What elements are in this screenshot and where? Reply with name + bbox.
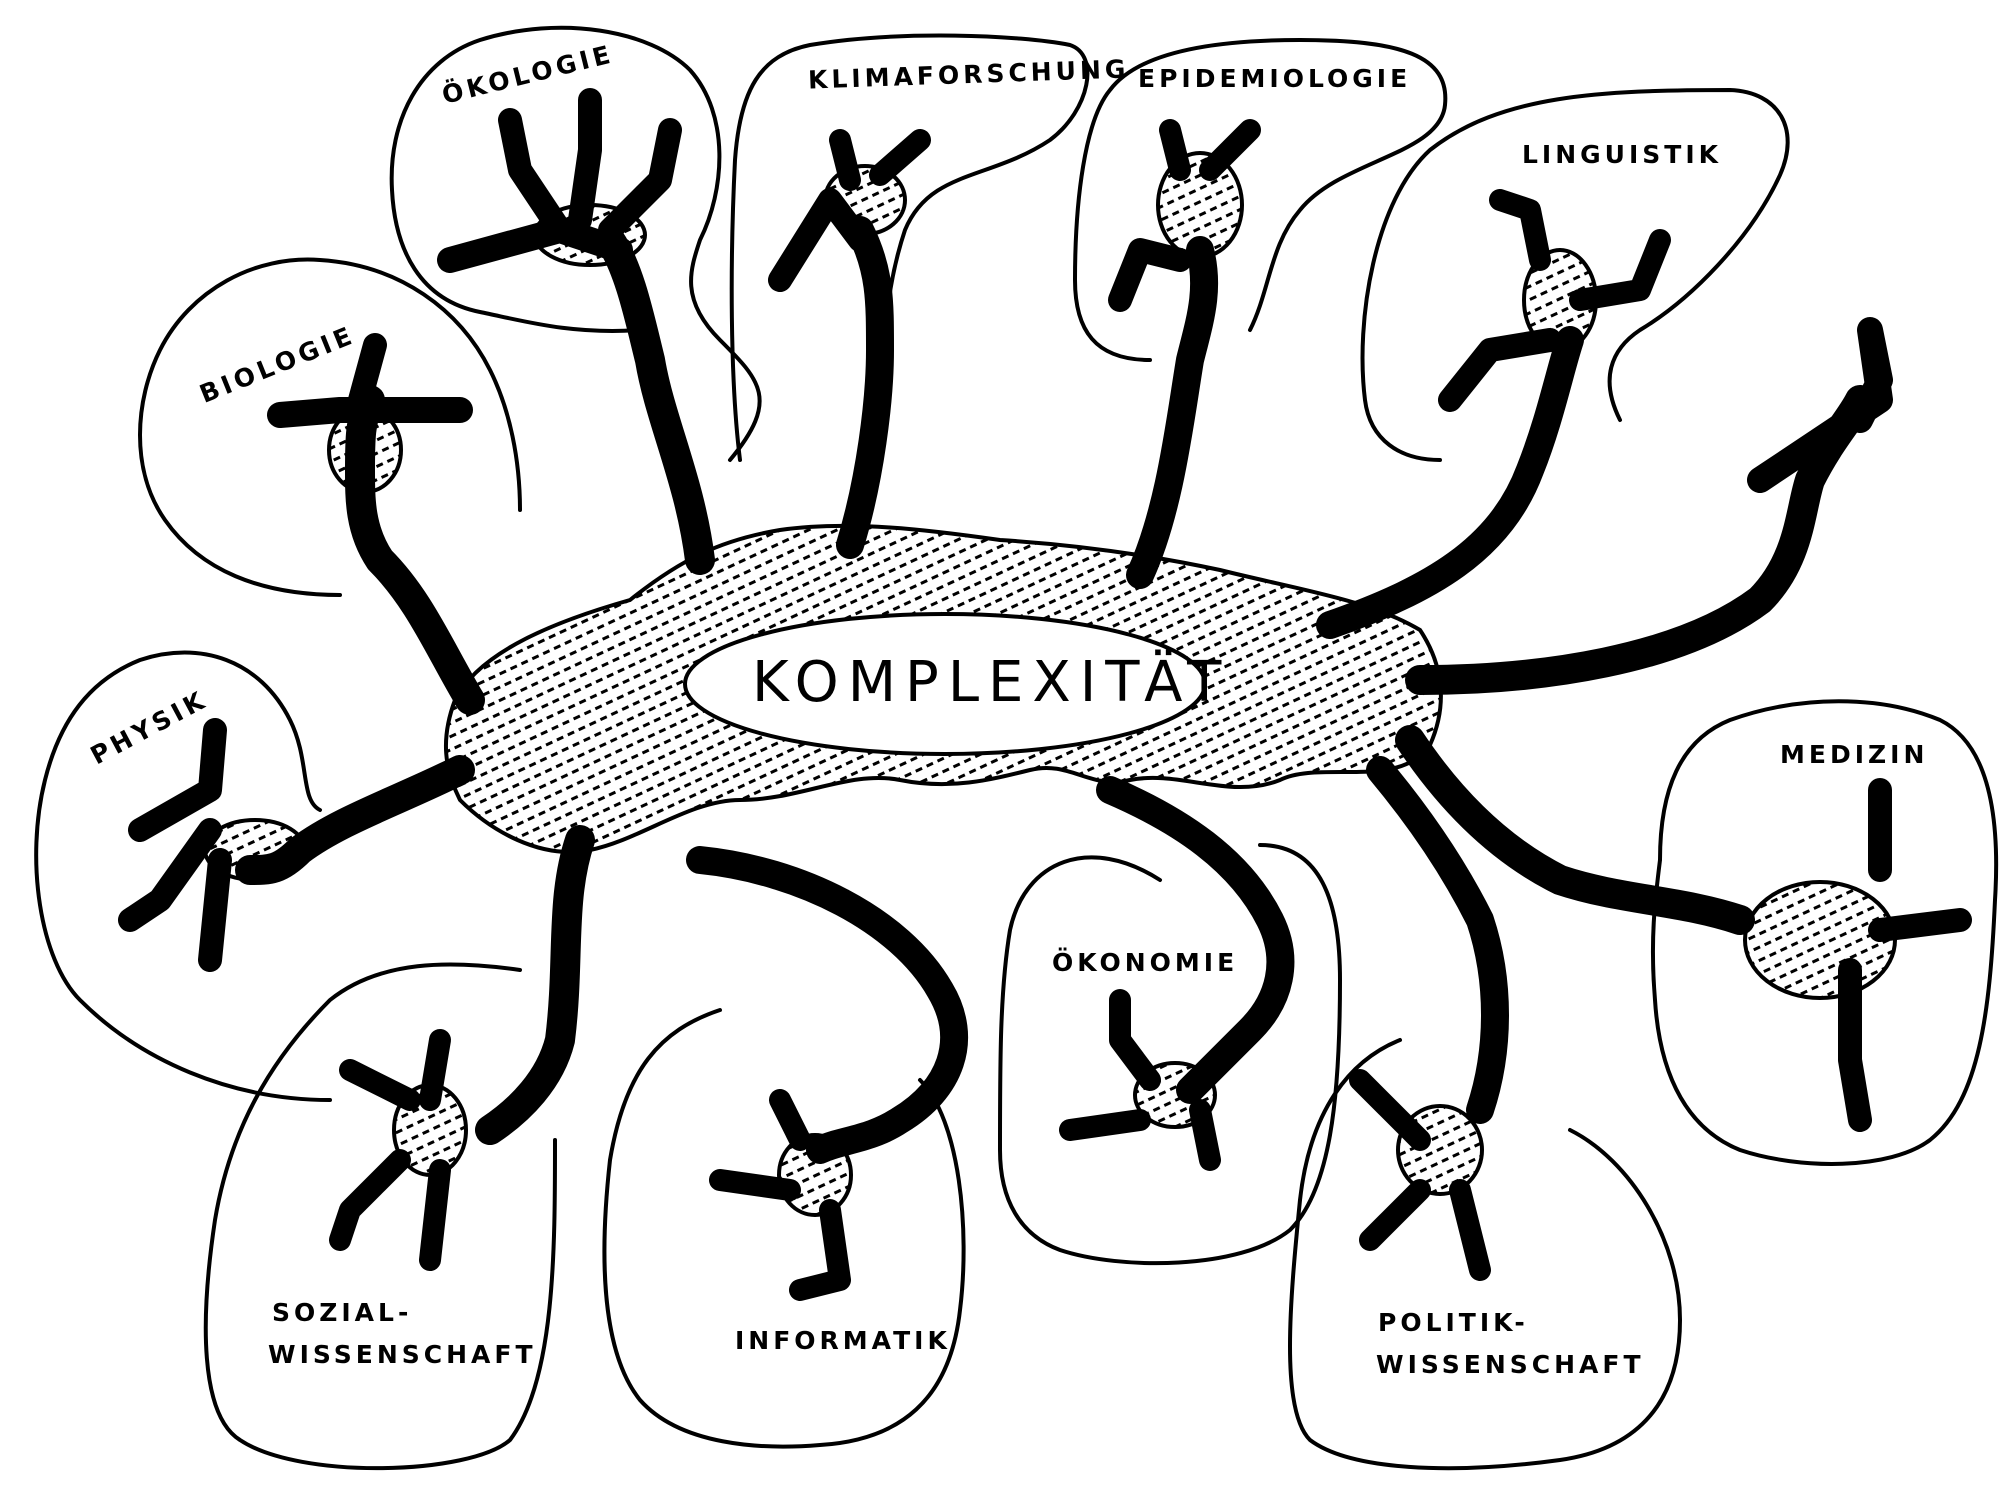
cell-informatik <box>720 1100 851 1290</box>
label-politikwissenschaft-line1: POLITIK- <box>1378 1310 1529 1335</box>
cell-klimaforschung <box>780 140 920 280</box>
cell-sozialwissenschaft <box>340 1040 466 1260</box>
cell-epidemiologie <box>1120 130 1250 300</box>
label-informatik: INFORMATIK <box>735 1328 951 1353</box>
territory-biologie <box>140 260 520 595</box>
center-label: KOMPLEXITÄT <box>752 655 1230 711</box>
cell-physik <box>130 730 305 960</box>
branch-informatik <box>700 860 954 1150</box>
cell-oekonomie <box>1070 1000 1215 1160</box>
branch-sozialwissenschaft <box>490 840 580 1130</box>
label-sozialwissenschaft-line2: WISSENSCHAFT <box>268 1342 537 1367</box>
territory-oekonomie <box>1000 845 1340 1263</box>
territory-sozialwissenschaft <box>206 964 555 1468</box>
territory-klimaforschung <box>732 36 1088 460</box>
cell-politikwissenschaft <box>1360 1080 1482 1270</box>
branch-epidemiologie <box>1140 250 1204 575</box>
branch-oekologie <box>610 240 700 560</box>
branch-klimaforschung <box>850 230 880 545</box>
label-epidemiologie: EPIDEMIOLOGIE <box>1138 66 1411 91</box>
cell-oekologie <box>450 100 670 265</box>
label-oekonomie: ÖKONOMIE <box>1052 950 1238 975</box>
label-medizin: MEDIZIN <box>1780 742 1928 767</box>
label-linguistik: LINGUISTIK <box>1522 142 1722 167</box>
label-politikwissenschaft-line2: WISSENSCHAFT <box>1376 1352 1645 1377</box>
cell-medizin <box>1745 790 1960 1120</box>
territory-informatik <box>604 1010 963 1447</box>
label-sozialwissenschaft-line1: SOZIAL- <box>272 1300 412 1325</box>
